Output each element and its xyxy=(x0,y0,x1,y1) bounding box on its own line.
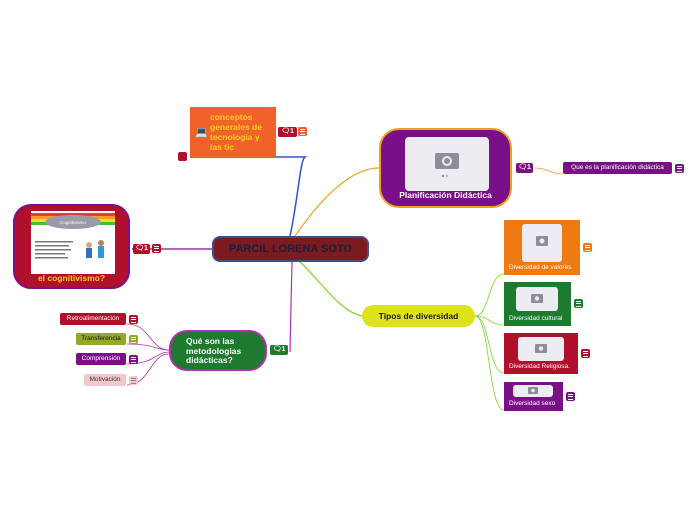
image-placeholder xyxy=(405,137,489,191)
subtopic-transferencia[interactable]: Transferencia xyxy=(76,333,126,345)
link-plan-child xyxy=(534,167,564,175)
topic-tipos-diversidad[interactable]: Tipos de diversidad xyxy=(362,305,475,327)
subtopic-comprension[interactable]: Comprensión xyxy=(76,353,126,365)
link-tipos-3 xyxy=(474,315,505,374)
note-icon[interactable] xyxy=(581,349,590,358)
topic-conceptos-label: conceptos generales de tecnologia y las … xyxy=(210,112,262,152)
note-icon[interactable] xyxy=(298,127,307,136)
subtopic-motivacion[interactable]: Motivación xyxy=(84,374,126,386)
cognitivismo-image: Cognitivismo xyxy=(31,211,115,274)
comment-badge-cognitivismo[interactable]: 🗨1 xyxy=(133,244,150,254)
subtopic-retroalimentacion[interactable]: Retroalimentación xyxy=(60,313,126,325)
link-tipos-1 xyxy=(474,273,505,317)
comment-badge-planificacion[interactable]: 🗨1 xyxy=(516,163,533,173)
topic-cognitivismo[interactable]: Cognitivismo el cognitivismo? xyxy=(13,204,130,289)
link-metod-1 xyxy=(126,323,170,351)
subtopic-label: Diversidad sexo xyxy=(509,400,556,407)
subtopic-label: Diversidad cultural xyxy=(509,315,563,322)
note-icon[interactable] xyxy=(675,164,684,173)
note-icon[interactable] xyxy=(129,355,138,364)
cognitivismo-illustration: Cognitivismo xyxy=(31,213,115,259)
camera-icon xyxy=(435,153,459,178)
link-planificacion xyxy=(294,167,380,237)
camera-icon xyxy=(528,387,538,394)
computer-icon: 💻 xyxy=(195,127,208,138)
topic-cognitivismo-label: el cognitivismo? xyxy=(37,273,106,283)
subtopic-diversidad-religiosa[interactable]: Diversidad Religiosa. xyxy=(504,333,578,374)
image-placeholder xyxy=(516,287,558,311)
comment-icon: 🗨 xyxy=(135,245,144,252)
note-icon[interactable] xyxy=(583,243,592,252)
subtopic-diversidad-valores[interactable]: Diversidad de valores xyxy=(504,220,580,275)
comment-badge-conceptos[interactable]: 🗨1 xyxy=(278,127,297,137)
note-icon[interactable] xyxy=(574,299,583,308)
subtopic-label: Diversidad Religiosa. xyxy=(509,363,571,370)
central-topic[interactable]: PARCIL LORENA SOTO xyxy=(212,236,369,262)
svg-text:Cognitivismo: Cognitivismo xyxy=(60,220,86,225)
comment-icon: 🗨 xyxy=(518,164,527,171)
camera-icon xyxy=(536,236,548,246)
note-icon[interactable] xyxy=(129,376,138,385)
link-tipos-2 xyxy=(474,315,505,326)
subtopic-planificacion[interactable]: Que es la planificación didáctica xyxy=(563,162,672,174)
topic-conceptos[interactable]: 💻 conceptos generales de tecnologia y la… xyxy=(190,107,276,157)
note-icon[interactable] xyxy=(152,244,161,253)
camera-icon xyxy=(531,294,543,303)
link-conceptos xyxy=(190,156,308,237)
note-icon[interactable] xyxy=(129,315,138,324)
link-tipos-4 xyxy=(474,315,505,411)
image-placeholder xyxy=(513,385,553,397)
link-tipos xyxy=(299,261,363,317)
topic-planificacion-label: Planificación Didáctica xyxy=(399,190,492,200)
collapse-icon[interactable] xyxy=(178,152,187,161)
topic-planificacion[interactable]: Planificación Didáctica xyxy=(379,128,512,208)
image-placeholder xyxy=(518,337,564,361)
note-icon[interactable] xyxy=(129,335,138,344)
topic-metodologias[interactable]: Qué son las metodologias didácticas? xyxy=(169,330,267,371)
subtopic-diversidad-cultural[interactable]: Diversidad cultural xyxy=(504,282,571,326)
link-metod-2 xyxy=(126,343,170,351)
subtopic-diversidad-sexo[interactable]: Diversidad sexo xyxy=(504,382,563,411)
comment-icon: 🗨 xyxy=(272,346,282,353)
link-metodologias xyxy=(289,261,293,353)
subtopic-label: Diversidad de valores xyxy=(509,264,572,271)
note-icon[interactable] xyxy=(566,392,575,401)
image-placeholder xyxy=(522,224,562,262)
comment-icon: 🗨 xyxy=(281,128,290,135)
camera-icon xyxy=(535,344,547,353)
comment-badge-metodologias[interactable]: 🗨1 xyxy=(270,345,288,355)
